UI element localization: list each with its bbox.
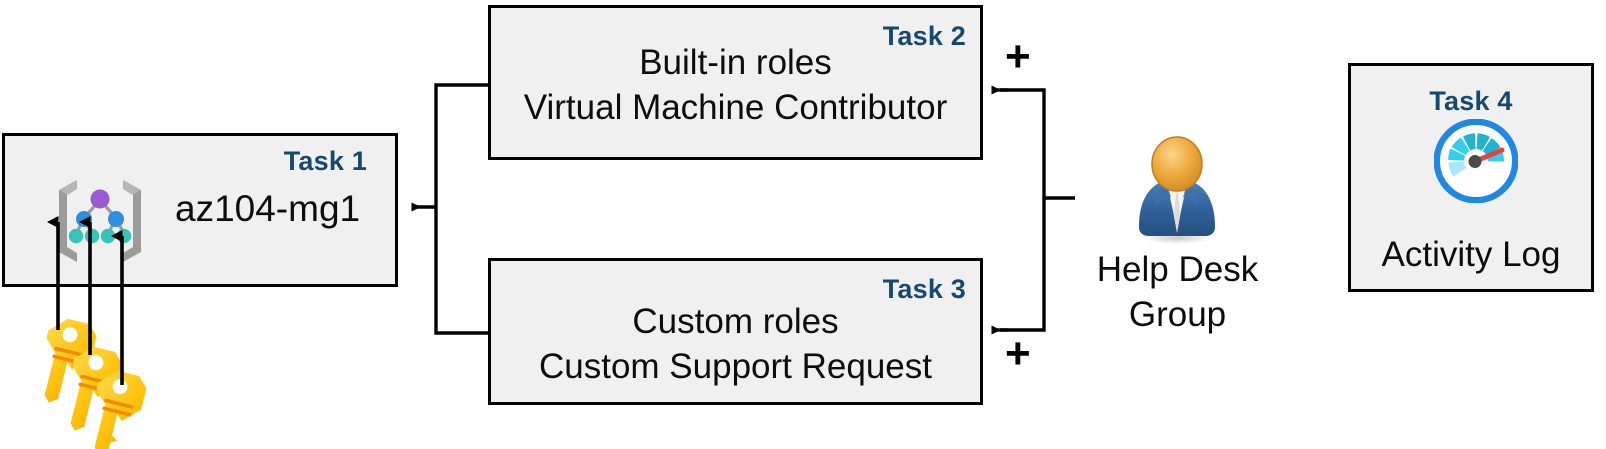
task-3-box[interactable]: Task 3 Custom roles Custom Support Reque… [488,258,983,405]
gauge-icon [1434,119,1518,203]
task-4-label: Task 4 [1429,86,1513,116]
task-4-name: Activity Log [1381,235,1561,274]
task-2-line-2: Virtual Machine Contributor [523,88,948,127]
plus-sign-top: + [1005,32,1031,81]
task-2-line-1: Built-in roles [639,43,832,82]
keys-icon [44,318,147,449]
task-3-label: Task 3 [882,274,966,304]
task-3-line-2: Custom Support Request [539,347,932,386]
task-3-text-block: Custom roles Custom Support Request [491,299,980,389]
user-group-icon [1139,136,1215,244]
management-group-icon [59,180,141,262]
task-1-label: Task 1 [283,146,367,176]
help-desk-line-1: Help Desk [1096,250,1259,289]
help-desk-line-2: Group [1128,295,1227,334]
help-desk-group-label: Help Desk Group [1075,247,1280,337]
help-desk-group[interactable]: Help Desk Group [1075,135,1280,350]
task-1-name: az104-mg1 [175,188,361,229]
task-1-box[interactable]: Task 1 az104-mg1 [2,133,398,287]
task-4-box[interactable]: Task 4 [1348,63,1594,292]
left-bracket-connector [411,83,488,335]
task-3-line-1: Custom roles [632,302,839,341]
task-2-label: Task 2 [882,21,966,51]
plus-sign-bottom: + [1005,329,1031,378]
task-2-text-block: Built-in roles Virtual Machine Contribut… [491,40,980,130]
task-2-box[interactable]: Task 2 Built-in roles Virtual Machine Co… [488,5,983,160]
right-bracket-connector [991,85,1075,335]
